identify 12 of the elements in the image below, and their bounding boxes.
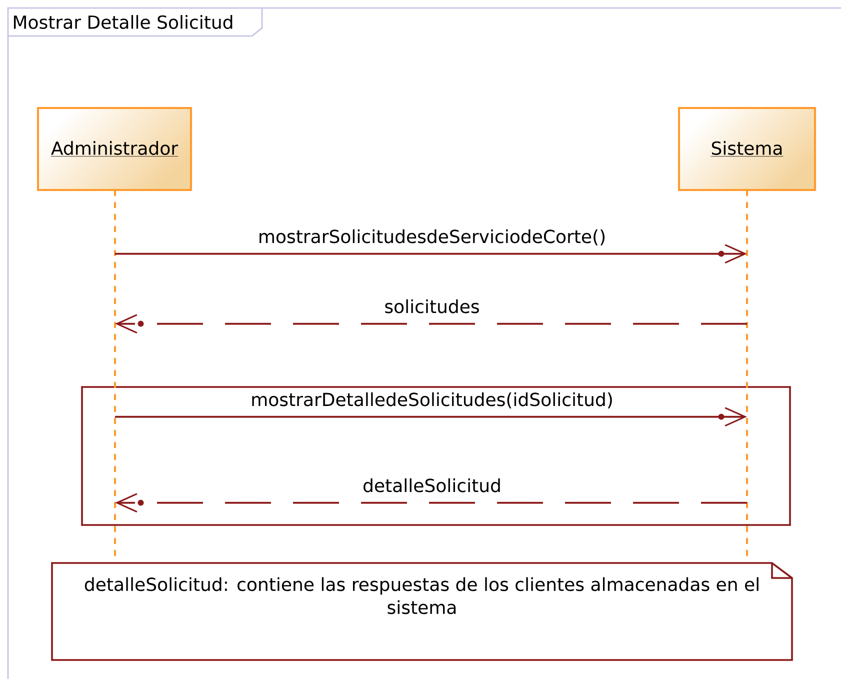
diagram-title: Mostrar Detalle Solicitud	[14, 15, 232, 29]
note: detalleSolicitud: contiene las respuestas de los clientes almacenadas en el sistema	[51, 562, 793, 661]
actor-box: Sistema	[678, 107, 816, 191]
message-arrow	[115, 407, 748, 427]
actor-box: Administrador	[37, 107, 192, 191]
message-label: mostrarSolicitudesdeServiciodeCorte()	[256, 228, 608, 246]
message-label: mostrarDetalledeSolicitudes(idSolicitud)	[250, 391, 614, 410]
lifeline	[114, 190, 116, 557]
message-label: solicitudes	[383, 298, 481, 314]
message-label: detalleSolicitud	[362, 477, 502, 494]
lifeline	[746, 190, 748, 557]
message-arrow	[115, 244, 748, 264]
